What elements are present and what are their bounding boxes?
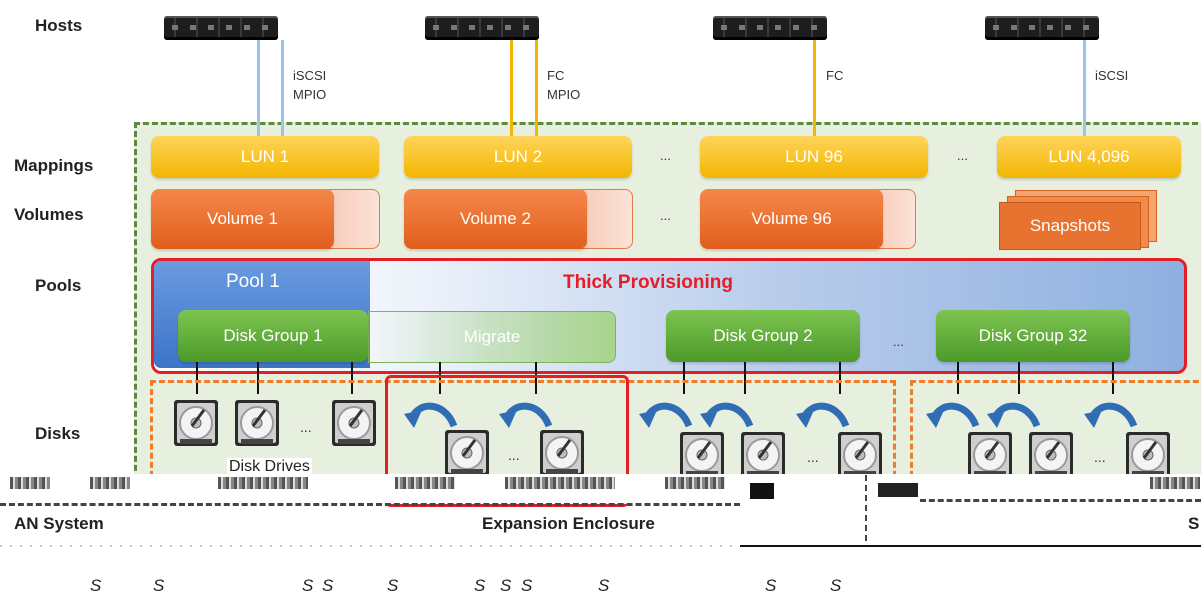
row-label-pools: Pools bbox=[35, 276, 82, 295]
lun-mapping[interactable]: LUN 2 bbox=[404, 136, 632, 178]
connector-line bbox=[535, 362, 537, 394]
connector-line bbox=[1018, 362, 1020, 394]
volume[interactable]: Volume 2 bbox=[404, 189, 587, 249]
pool-name: Pool 1 bbox=[226, 271, 280, 292]
volume[interactable]: Volume 96 bbox=[700, 189, 883, 249]
row-label-volumes: Volumes bbox=[14, 205, 84, 224]
lun-mapping[interactable]: LUN 4,096 bbox=[997, 136, 1181, 178]
rack-server-icon bbox=[985, 16, 1099, 40]
pixel-noise bbox=[505, 477, 615, 489]
ellipsis: ... bbox=[957, 148, 968, 163]
host-link-label: FC bbox=[826, 68, 844, 83]
divider bbox=[740, 545, 1201, 547]
svg-text:...: ... bbox=[300, 419, 312, 435]
s-mark: S bbox=[830, 576, 842, 595]
s-mark: S bbox=[765, 576, 777, 595]
curved-arrow-icon bbox=[700, 406, 750, 428]
s-mark: S bbox=[387, 576, 399, 595]
iscsi-link-line bbox=[1083, 40, 1086, 136]
connector-line bbox=[839, 362, 841, 394]
s-mark: S bbox=[90, 576, 102, 595]
fc-link-line bbox=[535, 40, 538, 136]
s-mark: S bbox=[521, 576, 533, 595]
volume[interactable]: Volume 1 bbox=[151, 189, 334, 249]
lun-mapping[interactable]: LUN 96 bbox=[700, 136, 928, 178]
row-label-disks: Disks bbox=[35, 424, 81, 443]
connector-line bbox=[196, 362, 198, 394]
migrate-band: Migrate bbox=[368, 311, 616, 363]
pixel-noise bbox=[750, 483, 774, 499]
provisioning-label: Thick Provisioning bbox=[563, 272, 733, 293]
disk-drives-label: Disk Drives bbox=[227, 458, 312, 476]
curved-arrow-icon bbox=[987, 406, 1037, 428]
row-label-hosts: Hosts bbox=[35, 16, 83, 35]
divider bbox=[865, 475, 867, 545]
pixel-noise bbox=[218, 477, 308, 489]
s-mark: S bbox=[500, 576, 512, 595]
san-system-label: AN System bbox=[14, 514, 104, 533]
hard-drive-icon bbox=[1027, 430, 1075, 480]
connector-line bbox=[957, 362, 959, 394]
connector-line bbox=[257, 362, 259, 394]
rack-server-icon bbox=[425, 16, 539, 40]
hard-drive-icon bbox=[1124, 430, 1172, 480]
right-system-label: S bbox=[1188, 514, 1200, 533]
san-system-border bbox=[920, 499, 1201, 502]
hard-drive-icon bbox=[739, 430, 787, 480]
pixel-noise bbox=[90, 477, 130, 489]
connector-line bbox=[1112, 362, 1114, 394]
hard-drive-icon bbox=[330, 398, 378, 448]
svg-text:...: ... bbox=[807, 449, 819, 465]
s-mark: S bbox=[322, 576, 334, 595]
ellipsis: ... bbox=[893, 334, 904, 349]
hard-drive-icon bbox=[836, 430, 884, 480]
expansion-enclosure-label: Expansion Enclosure bbox=[482, 514, 655, 533]
pixel-noise bbox=[1150, 477, 1200, 489]
curved-arrow-icon bbox=[639, 406, 689, 428]
curved-arrow-icon bbox=[926, 406, 976, 428]
disk-group[interactable]: Disk Group 2 bbox=[666, 310, 860, 362]
row-label-mappings: Mappings bbox=[14, 156, 94, 175]
ellipsis: ... bbox=[660, 148, 671, 163]
hard-drive-icon bbox=[678, 430, 726, 480]
divider bbox=[0, 545, 740, 547]
host-link-label: iSCSI bbox=[1095, 68, 1129, 83]
s-mark: S bbox=[474, 576, 486, 595]
rack-server-icon bbox=[164, 16, 278, 40]
pixel-noise bbox=[878, 483, 918, 497]
connector-line bbox=[683, 362, 685, 394]
s-mark: S bbox=[302, 576, 314, 595]
connector-line bbox=[439, 362, 441, 394]
hard-drive-icon bbox=[233, 398, 281, 448]
fc-link-line bbox=[813, 40, 816, 136]
pixel-noise bbox=[665, 477, 725, 489]
disk-group[interactable]: Disk Group 32 bbox=[936, 310, 1130, 362]
s-mark: S bbox=[153, 576, 165, 595]
curved-arrow-icon bbox=[796, 406, 846, 428]
san-system-border bbox=[0, 503, 740, 506]
s-mark: S bbox=[598, 576, 610, 595]
iscsi-link-line bbox=[257, 40, 260, 136]
pixel-noise bbox=[395, 477, 455, 489]
pixel-noise bbox=[10, 477, 50, 489]
hard-drive-icon bbox=[172, 398, 220, 448]
disk-group[interactable]: Disk Group 1 bbox=[178, 310, 368, 362]
hard-drive-icon bbox=[966, 430, 1014, 480]
rack-server-icon bbox=[713, 16, 827, 40]
iscsi-link-line bbox=[281, 40, 284, 136]
curved-arrow-icon bbox=[1084, 406, 1134, 428]
svg-text:...: ... bbox=[508, 447, 520, 463]
lun-mapping[interactable]: LUN 1 bbox=[151, 136, 379, 178]
fc-link-line bbox=[510, 40, 513, 136]
connector-line bbox=[351, 362, 353, 394]
connector-line bbox=[744, 362, 746, 394]
svg-text:...: ... bbox=[1094, 449, 1106, 465]
snapshots[interactable]: Snapshots bbox=[999, 202, 1141, 250]
ellipsis: ... bbox=[660, 208, 671, 223]
